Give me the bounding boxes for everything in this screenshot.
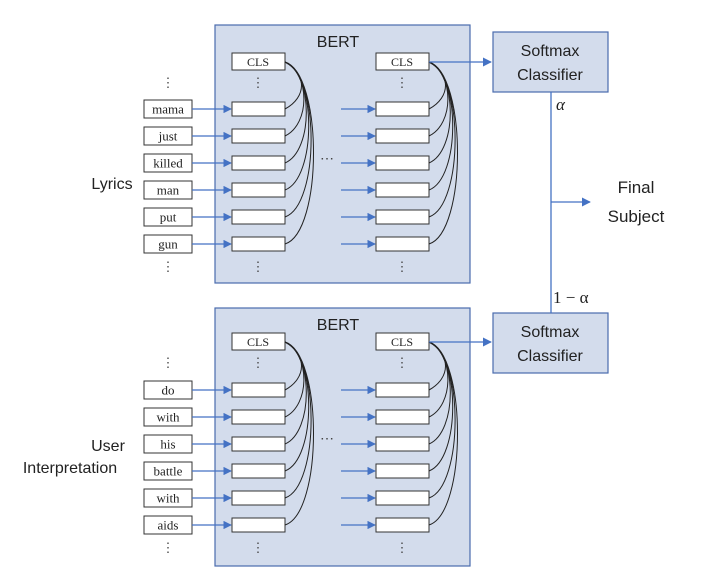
top-classifier-line1: Softmax: [521, 43, 580, 60]
bottom-attention-curves: [284, 341, 458, 526]
top-token-label-3: man: [157, 183, 180, 198]
bottom-ellipsis-layerN-below: ⋮: [396, 540, 409, 555]
bottom-layerN-hidden-5: [375, 517, 430, 533]
top-ellipsis-layerN-below: ⋮: [396, 259, 409, 274]
top-layerN-hidden-0: [375, 101, 430, 117]
bottom-ellipsis-input-below: ⋮: [162, 540, 175, 555]
bottom-attention-curve-layer1-5: [284, 341, 314, 526]
combination: Final Subject: [550, 92, 665, 313]
bottom-layerN-hidden-2: [375, 436, 430, 452]
bottom-ellipsis-cls-layer1: ⋮: [252, 355, 265, 370]
top-classifier-line2: Classifier: [517, 67, 583, 84]
bottom-side-label-line1: User: [91, 438, 125, 455]
top-branch: BERT CLS CLS ⋮ ⋮ ⋮ ⋮ ⋮ ⋮ ⋯ mama just kille…: [91, 24, 609, 284]
top-attention-curve-layer1-5: [284, 61, 314, 245]
top-token-rows: mama just killed man put gun: [143, 99, 430, 254]
top-bert-title: BERT: [317, 34, 360, 51]
top-ellipsis-cls-layerN: ⋮: [396, 75, 409, 90]
bottom-layer1-hidden-1: [231, 409, 286, 425]
top-layer1-hidden-5: [231, 236, 286, 252]
bottom-bert-title: BERT: [317, 317, 360, 334]
top-side-label: Lyrics: [91, 176, 132, 193]
alpha-weight-label: α: [556, 95, 566, 114]
top-token-label-0: mama: [152, 102, 184, 117]
bottom-layer1-hidden-2: [231, 436, 286, 452]
bottom-cls-label-layer1: CLS: [247, 335, 269, 349]
one-minus-alpha-weight-label: 1 − α: [553, 288, 589, 307]
bottom-token-label-5: aids: [158, 518, 179, 533]
bottom-layerN-hidden-0: [375, 382, 430, 398]
bottom-classifier-line1: Softmax: [521, 324, 580, 341]
top-layerN-hidden-2: [375, 155, 430, 171]
bottom-ellipsis-layer1-below: ⋮: [252, 540, 265, 555]
top-cls-box-layer1: [231, 52, 286, 71]
bottom-layerN-hidden-1: [375, 409, 430, 425]
top-attention-curve-layerN-5: [428, 61, 458, 245]
bottom-classifier-line2: Classifier: [517, 348, 583, 365]
top-layer1-hidden-0: [231, 101, 286, 117]
top-layerN-hidden-1: [375, 128, 430, 144]
bottom-attention-curve-layerN-5: [428, 341, 458, 526]
bottom-layer1-hidden-4: [231, 490, 286, 506]
top-attention-curves: [284, 61, 458, 245]
top-layer1-hidden-1: [231, 128, 286, 144]
bottom-layerN-hidden-3: [375, 463, 430, 479]
bottom-layer1-hidden-5: [231, 517, 286, 533]
bottom-branch: BERT CLS CLS ⋮ ⋮ ⋮ ⋮ ⋮ ⋮ ⋯ do with his batt…: [23, 288, 609, 567]
bottom-side-label-line2: Interpretation: [23, 460, 117, 477]
top-layer1-hidden-2: [231, 155, 286, 171]
bottom-token-label-0: do: [162, 383, 175, 398]
bottom-cls-box-layer1: [231, 332, 286, 351]
top-ellipsis-cls-layer1: ⋮: [252, 75, 265, 90]
top-softmax-classifier: [492, 31, 609, 93]
top-token-label-5: gun: [158, 237, 178, 252]
top-token-label-4: put: [160, 210, 177, 225]
bottom-token-rows: do with his battle with aids: [143, 380, 430, 535]
top-ellipsis-layers: ⋯: [320, 152, 334, 167]
bottom-layer1-hidden-3: [231, 463, 286, 479]
top-layer1-hidden-4: [231, 209, 286, 225]
bottom-token-label-4: with: [156, 491, 180, 506]
bottom-cls-label-layerN: CLS: [391, 335, 413, 349]
bottom-layerN-hidden-4: [375, 490, 430, 506]
top-ellipsis-layer1-below: ⋮: [252, 259, 265, 274]
top-layer1-hidden-3: [231, 182, 286, 198]
final-output-line1: Final: [618, 178, 655, 197]
top-layerN-hidden-4: [375, 209, 430, 225]
top-layerN-hidden-5: [375, 236, 430, 252]
top-cls-label-layer1: CLS: [247, 55, 269, 69]
bottom-layer1-hidden-0: [231, 382, 286, 398]
top-cls-label-layerN: CLS: [391, 55, 413, 69]
top-token-label-1: just: [158, 129, 178, 144]
bottom-token-label-1: with: [156, 410, 180, 425]
top-ellipsis-input-below: ⋮: [162, 259, 175, 274]
bottom-ellipsis-layers: ⋯: [320, 432, 334, 447]
top-layerN-hidden-3: [375, 182, 430, 198]
bottom-softmax-classifier: [492, 312, 609, 374]
top-token-label-2: killed: [153, 156, 183, 171]
bottom-token-label-2: his: [160, 437, 175, 452]
bottom-ellipsis-input-above: ⋮: [162, 355, 175, 370]
bottom-token-label-3: battle: [154, 464, 183, 479]
final-output-line2: Subject: [608, 207, 665, 226]
top-ellipsis-input-above: ⋮: [162, 75, 175, 90]
bottom-ellipsis-cls-layerN: ⋮: [396, 355, 409, 370]
